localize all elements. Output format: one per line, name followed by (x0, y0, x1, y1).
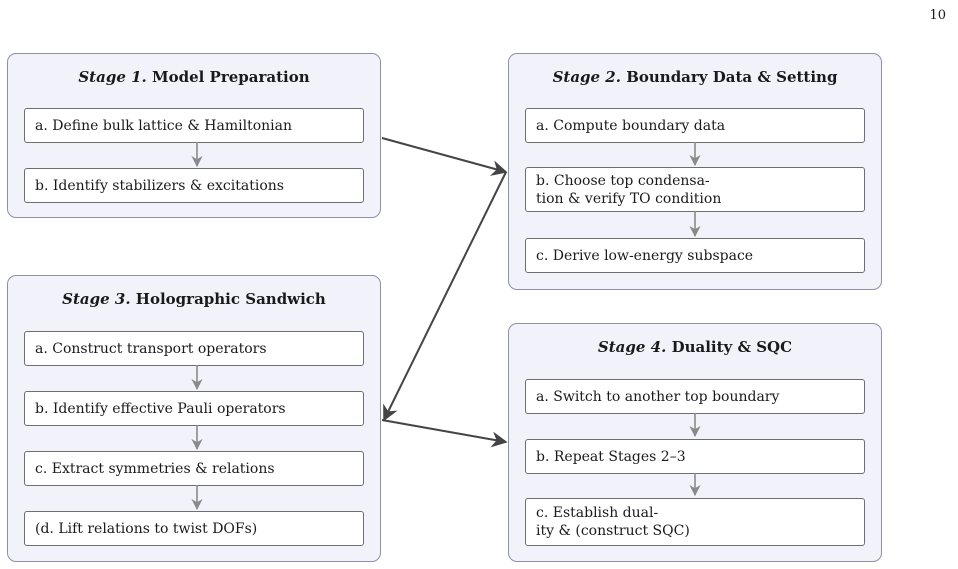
stage-4-name: Duality & SQC (671, 338, 793, 356)
stage-1-box: Stage 1. Model Preparation a. Define bul… (7, 53, 381, 218)
stage-2-to-stage-3-arrow (383, 171, 507, 422)
stage-3-box: Stage 3. Holographic Sandwich a. Constru… (7, 275, 381, 562)
stage-2-step-c: c. Derive low-energy subspace (525, 238, 865, 273)
stage-3-step-a: a. Construct transport operators (24, 331, 364, 366)
stage-4-number: Stage 4. (597, 338, 667, 356)
stage-3-to-stage-4-arrow (381, 419, 508, 448)
stage-2-step-b-line-1: b. Choose top condensa- (536, 172, 710, 189)
stage-1-name: Model Preparation (151, 68, 310, 86)
stage-4-step-b: b. Repeat Stages 2–3 (525, 439, 865, 474)
stage-1-step-b: b. Identify stabilizers & excitations (24, 168, 364, 203)
stage-4-step-c: c. Establish dual- ity & (construct SQC) (525, 498, 865, 546)
stage-1-number: Stage 1. (78, 68, 147, 86)
stage-3-number: Stage 3. (62, 290, 131, 308)
stage-4-title: Stage 4. Duality & SQC (509, 338, 881, 356)
stage-4-step-c-line-2: ity & (construct SQC) (536, 523, 690, 539)
stage-2-step-a: a. Compute boundary data (525, 108, 865, 143)
stage-3-title: Stage 3. Holographic Sandwich (8, 290, 380, 308)
stage-1-step-a: a. Define bulk lattice & Hamiltonian (24, 108, 364, 143)
stage-4-step-c-line-1: c. Establish dual- (536, 505, 659, 521)
stage-1-title: Stage 1. Model Preparation (8, 68, 380, 86)
stage-3-step-b: b. Identify effective Pauli operators (24, 391, 364, 426)
stage-3-name: Holographic Sandwich (135, 290, 326, 308)
stage-2-step-b-line-2: tion & verify TO condition (536, 190, 722, 207)
stage-1-to-stage-2-arrow (381, 137, 508, 176)
stage-2-number: Stage 2. (552, 68, 621, 86)
stage-3-step-c: c. Extract symmetries & relations (24, 451, 364, 486)
stage-3-step-d: (d. Lift relations to twist DOFs) (24, 511, 364, 546)
stage-2-title: Stage 2. Boundary Data & Setting (509, 68, 881, 86)
stage-2-name: Boundary Data & Setting (626, 68, 838, 86)
stage-4-box: Stage 4. Duality & SQC a. Switch to anot… (508, 323, 882, 562)
page-number: 10 (929, 8, 946, 23)
